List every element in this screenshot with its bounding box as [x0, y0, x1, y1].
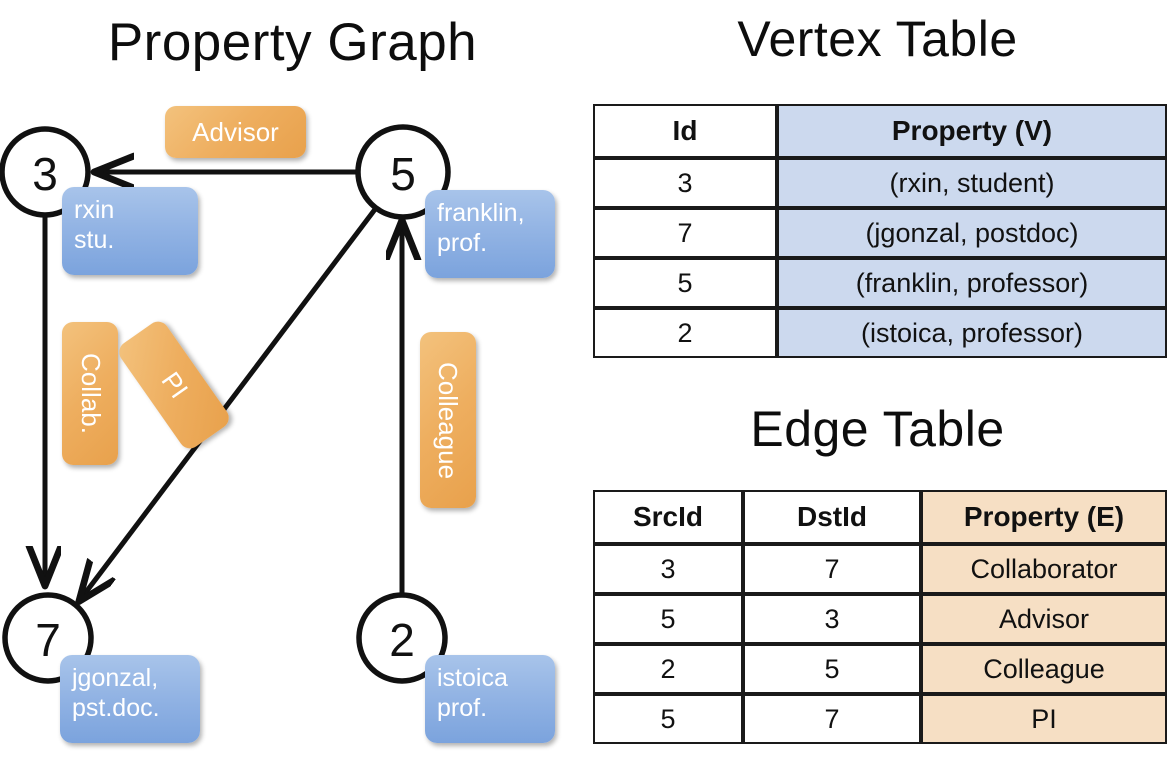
- vertex-table: Id Property (V) 3 (rxin, student) 7 (jgo…: [593, 104, 1167, 358]
- table-row: 3 (rxin, student): [593, 158, 1167, 208]
- edge-cell-property: PI: [921, 694, 1167, 744]
- page-title-vertex-table: Vertex Table: [737, 11, 1018, 67]
- vertex-cell-id: 5: [593, 258, 777, 308]
- table-row: 5 3 Advisor: [593, 594, 1167, 644]
- edge-col-srcid: SrcId: [593, 490, 743, 544]
- edge-cell-srcid: 2: [593, 644, 743, 694]
- table-row: 2 5 Colleague: [593, 644, 1167, 694]
- edge-label-collab-text: Collab.: [75, 353, 106, 434]
- edge-table: SrcId DstId Property (E) 3 7 Collaborato…: [593, 490, 1167, 744]
- page-title-property-graph: Property Graph: [107, 13, 478, 72]
- vertex-cell-id: 3: [593, 158, 777, 208]
- vertex-col-id: Id: [593, 104, 777, 158]
- node-property-box-jgonzal: jgonzal, pst.doc.: [60, 655, 200, 743]
- edge-col-dstid: DstId: [743, 490, 921, 544]
- edge-cell-srcid: 5: [593, 694, 743, 744]
- edge-5-to-7: [80, 206, 378, 600]
- edge-cell-dstid: 5: [743, 644, 921, 694]
- edge-label-advisor: Advisor: [165, 106, 306, 158]
- edge-label-colleague: Colleague: [420, 332, 476, 508]
- table-row: 7 (jgonzal, postdoc): [593, 208, 1167, 258]
- page-title-edge-table: Edge Table: [750, 401, 1005, 457]
- node-property-box-istoica: istoica prof.: [425, 655, 555, 743]
- edge-cell-dstid: 3: [743, 594, 921, 644]
- table-row: 5 7 PI: [593, 694, 1167, 744]
- edge-cell-property: Advisor: [921, 594, 1167, 644]
- table-row: 3 7 Collaborator: [593, 544, 1167, 594]
- property-graph-diagram: 3 5 7 2 rxin stu. franklin, prof. jgonza…: [0, 106, 555, 743]
- edge-cell-property: Colleague: [921, 644, 1167, 694]
- edge-cell-property: Collaborator: [921, 544, 1167, 594]
- edge-label-collab: Collab.: [62, 322, 118, 465]
- vertex-cell-id: 2: [593, 308, 777, 358]
- edge-label-colleague-text: Colleague: [433, 361, 464, 479]
- node-property-box-franklin: franklin, prof.: [425, 190, 555, 278]
- vertex-cell-property: (rxin, student): [777, 158, 1167, 208]
- table-row: 5 (franklin, professor): [593, 258, 1167, 308]
- vertex-cell-property: (franklin, professor): [777, 258, 1167, 308]
- vertex-cell-property: (istoica, professor): [777, 308, 1167, 358]
- edge-cell-srcid: 3: [593, 544, 743, 594]
- graph-node-5-circle[interactable]: [355, 124, 451, 220]
- vertex-cell-property: (jgonzal, postdoc): [777, 208, 1167, 258]
- edge-cell-srcid: 5: [593, 594, 743, 644]
- table-header-row: Id Property (V): [593, 104, 1167, 158]
- node-property-box-rxin: rxin stu.: [62, 187, 198, 275]
- edge-cell-dstid: 7: [743, 544, 921, 594]
- graph-edges-and-nodes: [0, 124, 451, 684]
- table-header-row: SrcId DstId Property (E): [593, 490, 1167, 544]
- edge-col-property: Property (E): [921, 490, 1167, 544]
- vertex-col-property: Property (V): [777, 104, 1167, 158]
- graph-node-2-circle[interactable]: [356, 592, 448, 684]
- edge-label-pi-text: PI: [155, 366, 194, 404]
- table-row: 2 (istoica, professor): [593, 308, 1167, 358]
- edge-cell-dstid: 7: [743, 694, 921, 744]
- vertex-cell-id: 7: [593, 208, 777, 258]
